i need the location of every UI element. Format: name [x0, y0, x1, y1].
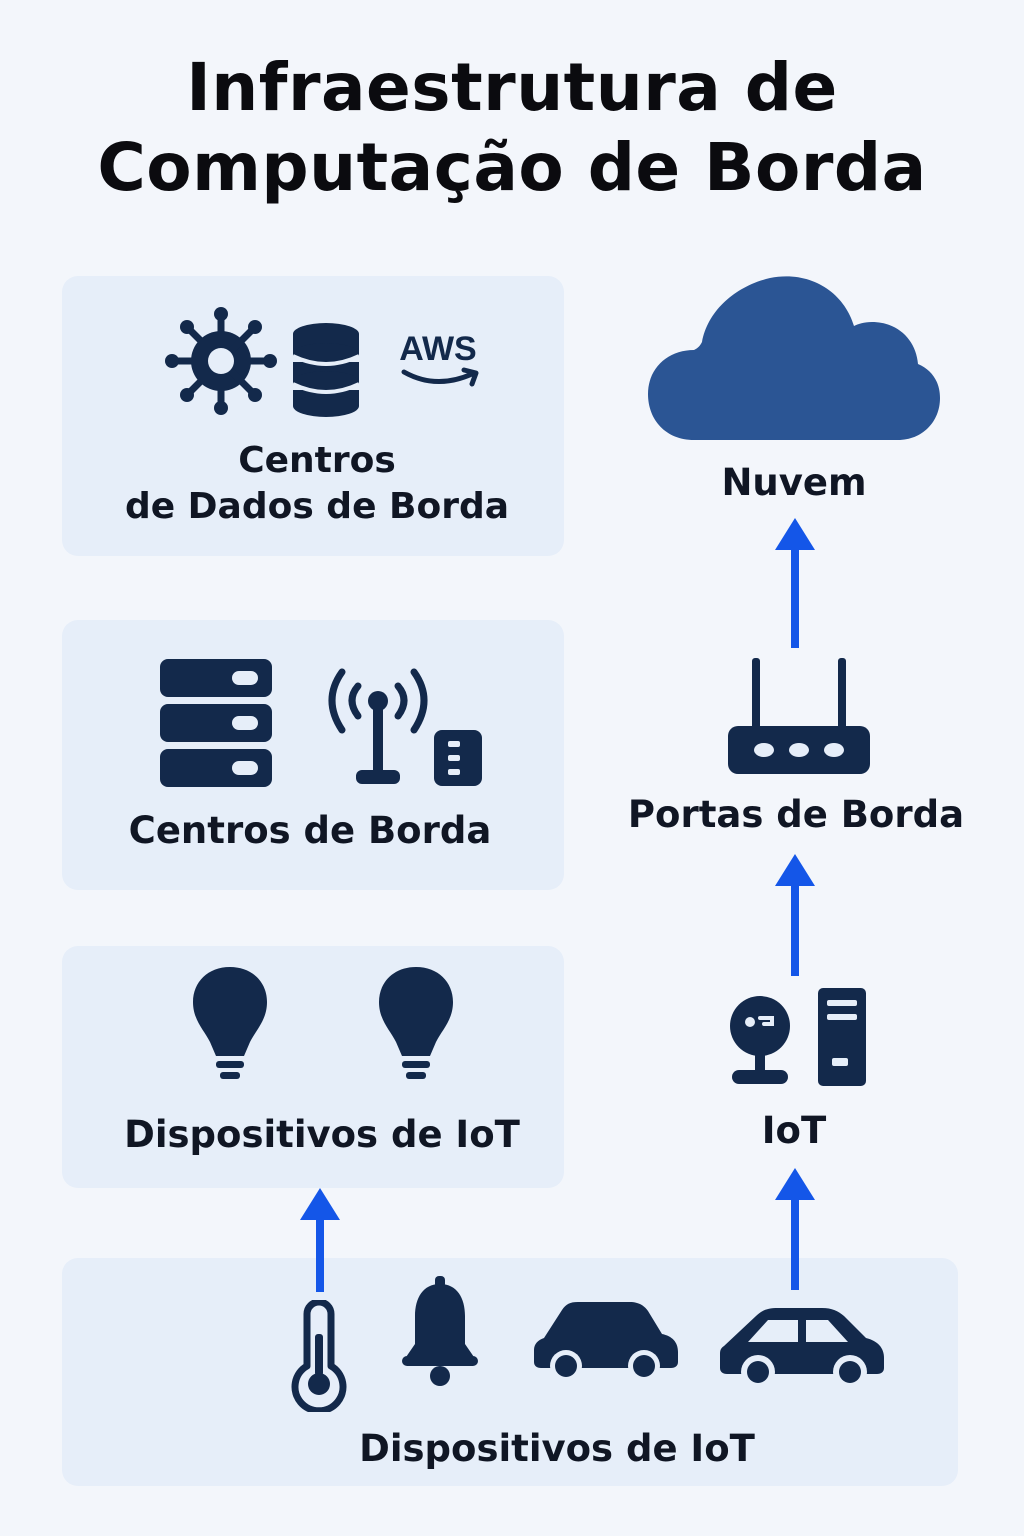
iot-label: IoT — [761, 1109, 827, 1152]
edge-data-centers-label: Centros de Dados de Borda — [62, 438, 572, 530]
edge-centers-label: Centros de Borda — [128, 809, 492, 852]
small-device-icon — [432, 728, 484, 788]
gear-icon — [162, 306, 280, 416]
aws-text: AWS — [399, 330, 477, 368]
thermometer-icon — [286, 1300, 352, 1412]
sedan-icon — [718, 1306, 886, 1390]
edge-data-centers-label-line-1: Centros — [238, 440, 396, 481]
router-icon — [726, 656, 872, 776]
title-line-1: Infraestrutura de — [186, 49, 838, 126]
page-title: Infraestrutura de Computação de Borda — [0, 48, 1024, 208]
aws-logo-icon: AWS — [390, 330, 486, 400]
iot-devices-label: Dispositivos de IoT — [124, 1113, 520, 1156]
database-icon — [290, 322, 362, 418]
lightbulb-icon — [376, 964, 456, 1084]
car-icon — [532, 1300, 680, 1386]
bell-icon — [400, 1274, 480, 1388]
server-rack-icon — [158, 657, 274, 791]
tower-pc-icon — [816, 986, 868, 1088]
iot-devices-panel — [62, 946, 564, 1188]
arrow-up-icon — [773, 852, 817, 982]
lightbulb-icon — [190, 964, 270, 1084]
arrow-up-icon — [773, 1166, 817, 1296]
cloud-icon — [646, 272, 942, 444]
cloud-label: Nuvem — [721, 461, 867, 504]
arrow-up-icon — [773, 516, 817, 654]
antenna-icon — [318, 664, 438, 788]
edge-data-centers-label-line-2: de Dados de Borda — [124, 486, 510, 527]
title-line-2: Computação de Borda — [97, 129, 927, 206]
arrow-up-icon — [298, 1186, 342, 1298]
gateway-label: Portas de Borda — [627, 793, 965, 836]
webcam-icon — [724, 994, 796, 1090]
bottom-devices-label: Dispositivos de IoT — [359, 1427, 755, 1470]
